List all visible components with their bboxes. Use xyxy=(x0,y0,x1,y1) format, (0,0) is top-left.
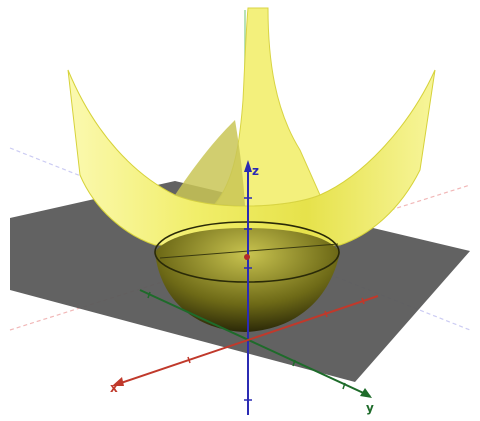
x-axis-arrow-icon xyxy=(112,377,124,386)
y-axis xyxy=(139,289,371,397)
x-tick xyxy=(361,297,365,305)
x-tick xyxy=(187,356,191,364)
paraboloid-surface-outer[interactable] xyxy=(67,69,436,246)
y-tick xyxy=(147,291,151,299)
origin-point xyxy=(244,254,250,260)
y-tick xyxy=(342,382,346,390)
y-tick xyxy=(292,359,296,367)
x-axis xyxy=(114,295,379,386)
x-axis-label: x xyxy=(110,381,118,395)
x-tick xyxy=(324,310,328,318)
z-axis-arrow-icon xyxy=(244,160,252,172)
axes xyxy=(112,160,379,415)
y-axis-label: y xyxy=(366,401,374,415)
y-axis-arrow-icon xyxy=(360,388,372,398)
z-axis-label: z xyxy=(252,164,259,178)
paraboloid-surface-inner[interactable] xyxy=(175,120,245,206)
